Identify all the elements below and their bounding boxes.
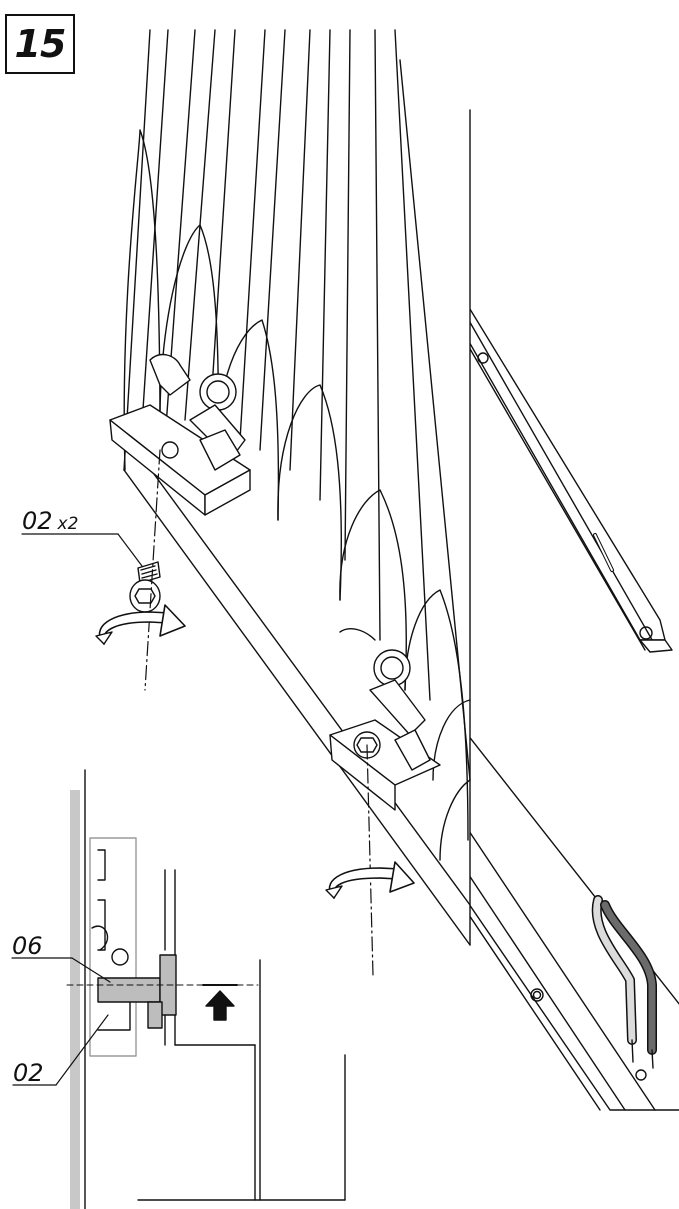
section-detail [11,769,346,1209]
rotate-arrow-icon [95,604,186,645]
curtain-body [122,28,471,946]
axis-lines [144,449,374,976]
upper-profile [424,259,673,653]
lift-arrow-icon [205,990,235,1021]
callout-screw-ref: 02 [22,507,53,535]
callout-spacer: 06 [12,932,43,960]
callout-screw-qty: x2 [57,514,79,534]
step-number: 15 [14,22,67,66]
screw-icon [129,561,161,613]
step-number-box: 15 [5,14,75,74]
cable [591,895,657,1069]
rail-hole [530,988,544,1002]
callout-spacer-ref: 06 [12,932,43,960]
spacer-06 [97,977,161,1003]
callout-detail-screw: 02 [13,1059,44,1087]
rail-hole [635,1069,647,1081]
rotate-arrow-icon [325,861,415,899]
callout-detail-screw-ref: 02 [13,1059,44,1087]
upper-bracket [109,353,251,516]
